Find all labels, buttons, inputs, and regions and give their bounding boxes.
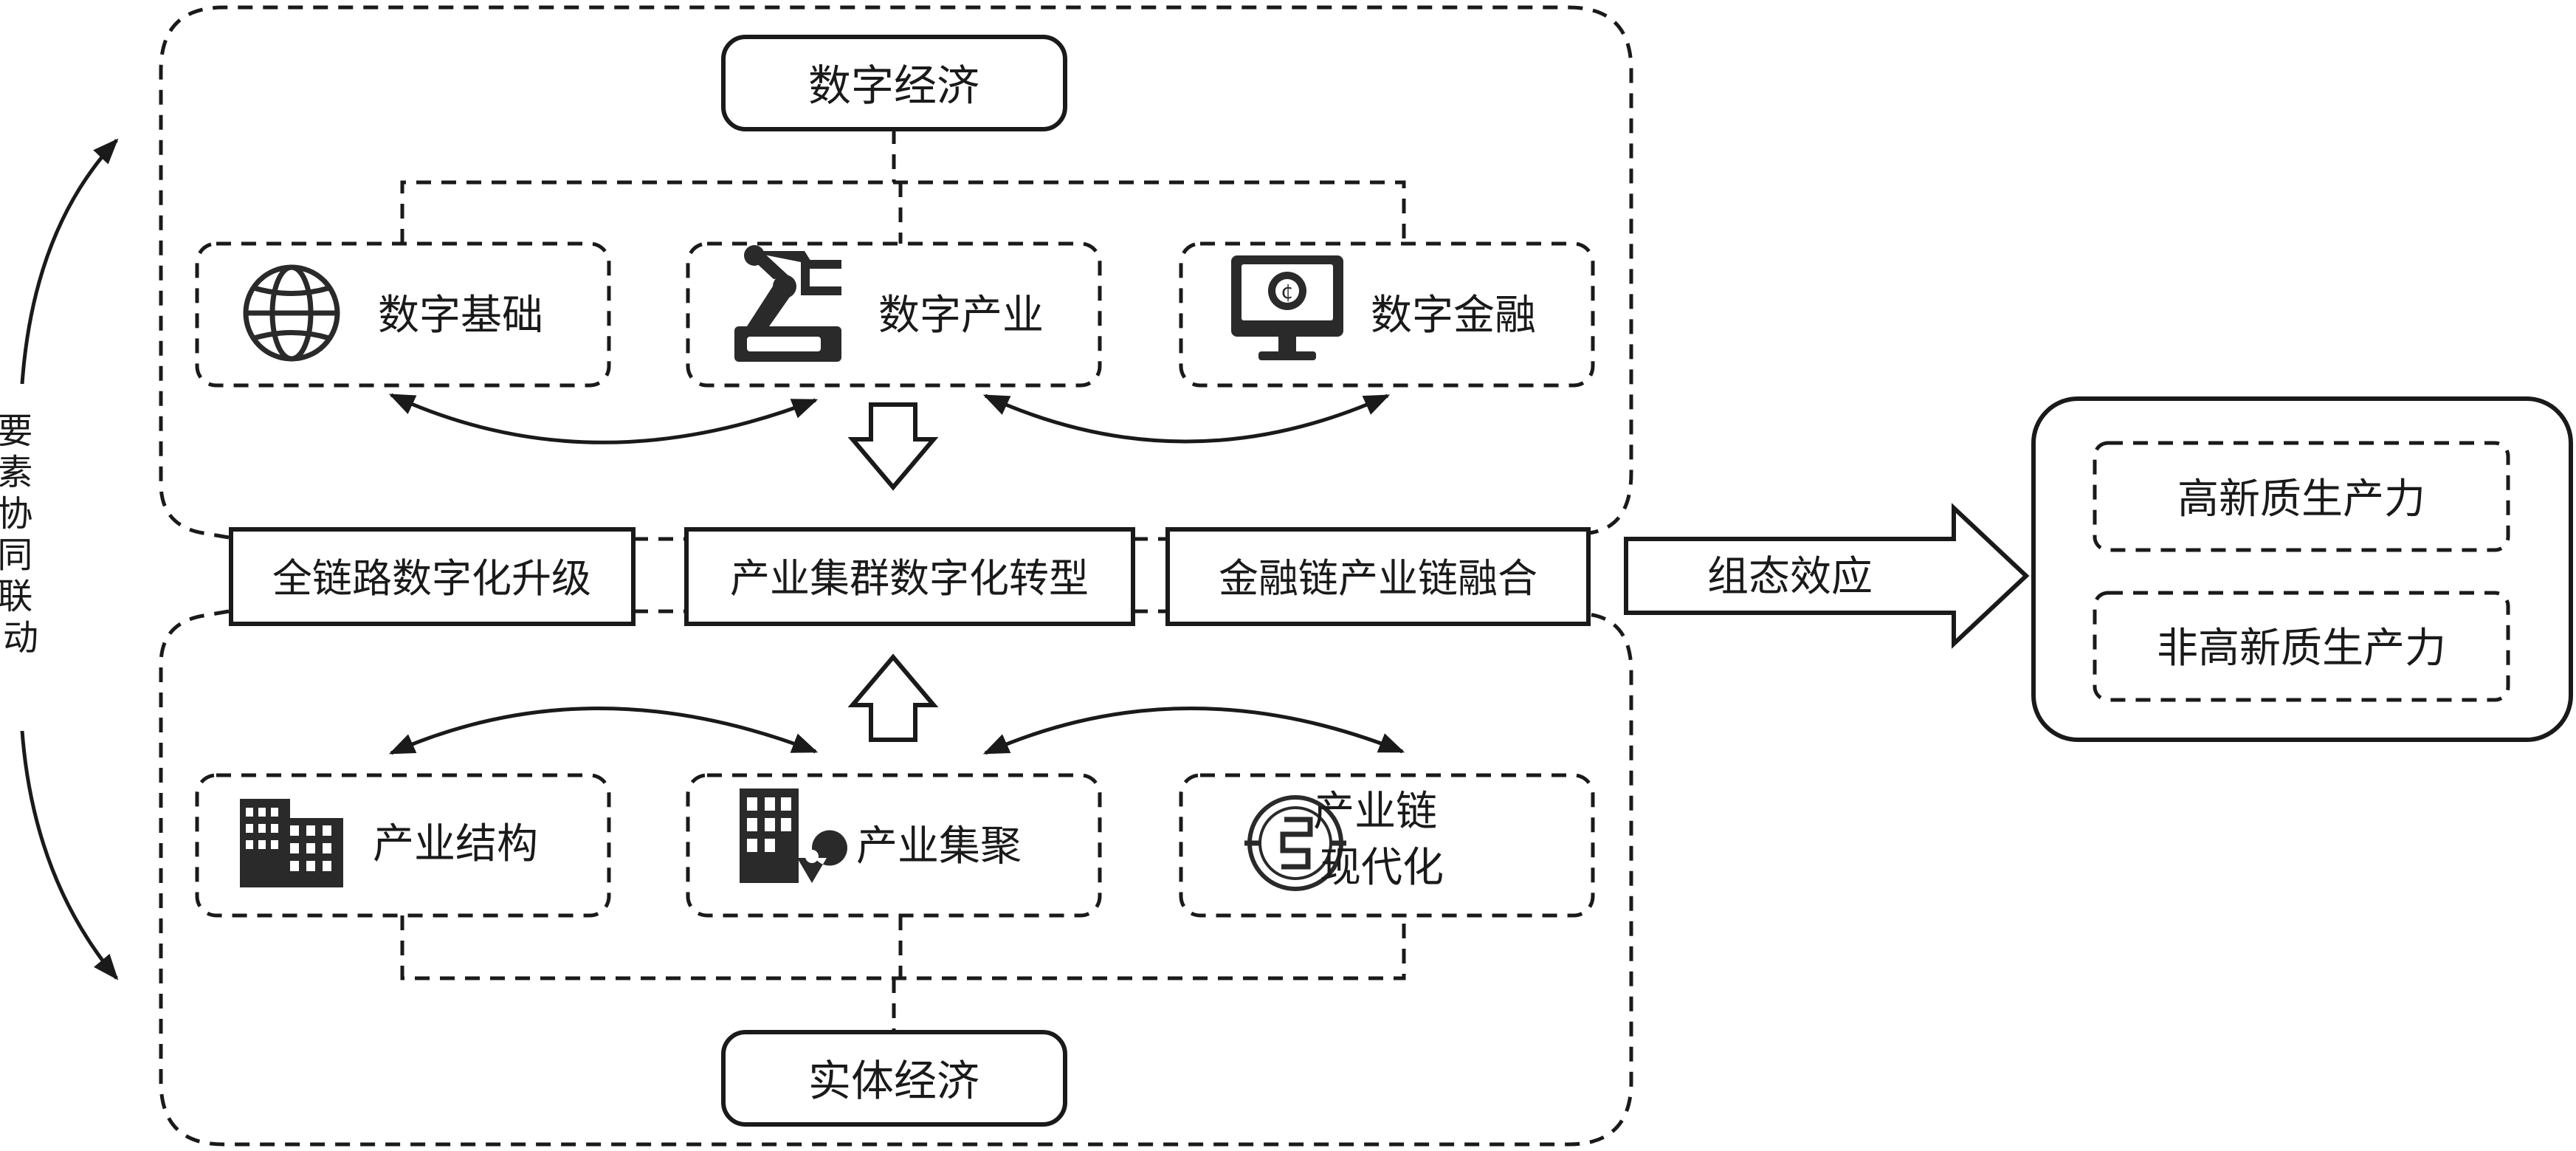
digital-economy-group-border [159, 5, 1633, 540]
side-label-char: 协 [0, 493, 32, 535]
side-label-char: 动 [3, 617, 38, 659]
robot-arm-icon [734, 245, 841, 362]
hollow-up-arrow [847, 653, 939, 742]
side-label-char: 素 [0, 452, 32, 493]
chain-modernization-label-line: 产业链 [1313, 788, 1437, 836]
real-economy-title-box [721, 1030, 1067, 1127]
side-label: 要 素 协 同 联 动 [0, 410, 44, 659]
configuration-effect-label: 组态效应 [1707, 553, 1873, 601]
full-chain-upgrade-box [229, 527, 636, 626]
digital-foundation-label: 数字基础 [378, 292, 543, 340]
digital-economy-connector [400, 129, 1406, 244]
side-label-char: 联 [0, 576, 32, 617]
side-label-char: 同 [0, 535, 32, 576]
globe-icon [243, 264, 340, 362]
industrial-structure-label: 产业结构 [373, 820, 538, 868]
side-label-char: 要 [0, 410, 32, 452]
bidirectional-arrow [982, 707, 1405, 755]
real-economy-title: 实体经济 [808, 1056, 979, 1106]
hollow-down-arrow [847, 402, 939, 491]
finance-chain-fusion-label: 金融链产业链融合 [1219, 555, 1537, 602]
chain-modernization-label: 产业链 现代化 [1313, 788, 1450, 892]
high-new-quality-productivity-box [2093, 441, 2510, 552]
chain-modernization-label-line: 现代化 [1320, 844, 1444, 892]
digital-finance-label: 数字金融 [1371, 292, 1536, 340]
transformation-connector [633, 537, 1168, 614]
full-chain-upgrade-label: 全链路数字化升级 [272, 555, 591, 602]
digital-economy-title: 数字经济 [808, 61, 979, 111]
bidirectional-arrow [388, 707, 819, 755]
chain-circuit-icon [1244, 795, 1346, 891]
cluster-transformation-box [684, 527, 1135, 626]
svg-text:¢: ¢ [1281, 279, 1294, 303]
finance-chain-fusion-box [1165, 527, 1591, 626]
digital-industry-label: 数字产业 [878, 292, 1044, 340]
industrial-agglomeration-label: 产业集聚 [856, 822, 1022, 870]
real-economy-connector [400, 915, 1406, 1032]
building-location-icon [740, 788, 847, 883]
buildings-icon [240, 799, 343, 887]
configuration-effect-arrow [1624, 503, 2030, 649]
non-high-new-quality-productivity-box [2093, 591, 2510, 702]
bidirectional-arrow [982, 394, 1391, 444]
high-new-quality-productivity-label: 高新质生产力 [2177, 475, 2425, 523]
real-economy-group-border [159, 609, 1633, 1147]
non-high-new-quality-productivity-label: 非高新质生产力 [2157, 625, 2446, 673]
bidirectional-arrow [388, 393, 819, 444]
computer-coin-icon: ¢ [1231, 255, 1343, 360]
cluster-transformation-label: 产业集群数字化转型 [730, 555, 1089, 602]
side-arrow-up [20, 138, 119, 385]
side-arrow-down [20, 730, 119, 980]
